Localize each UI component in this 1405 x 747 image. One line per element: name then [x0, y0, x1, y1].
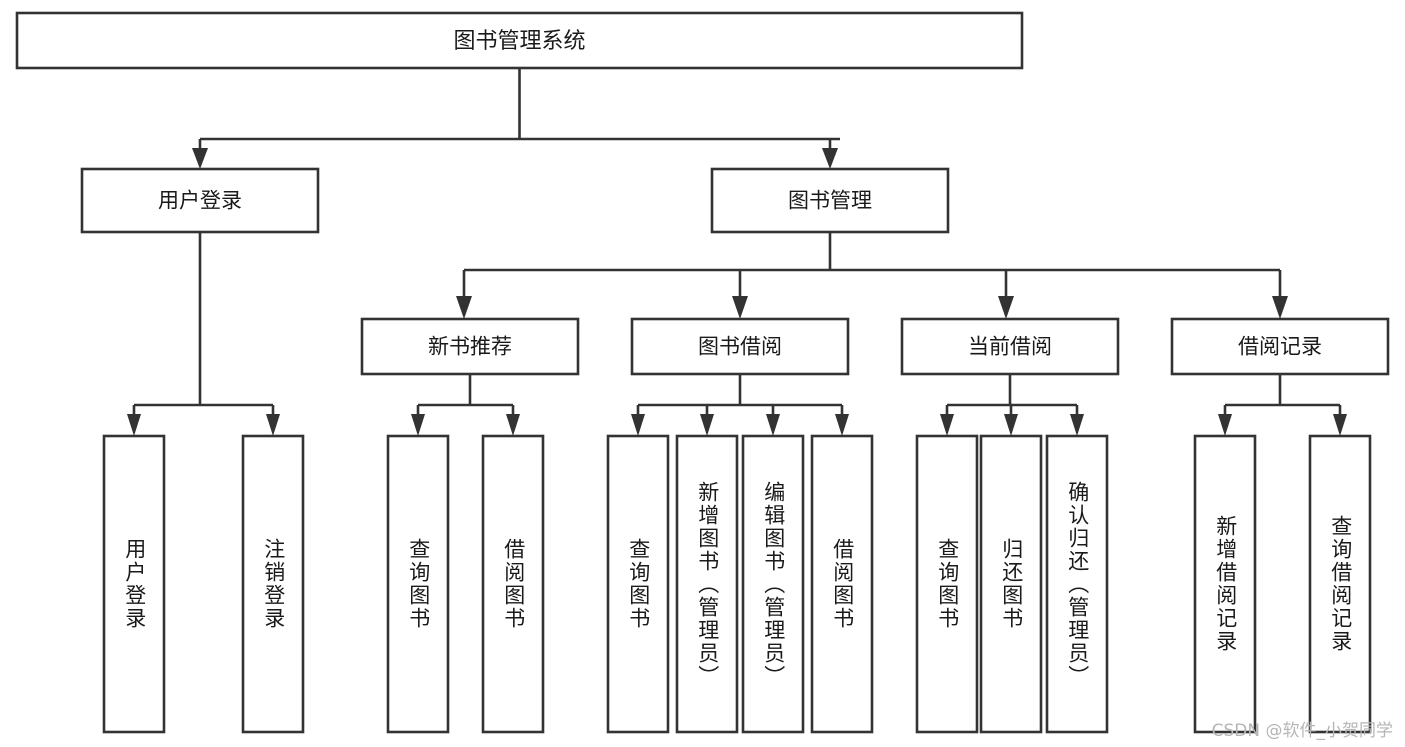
node-root-box [15, 11, 1024, 70]
arrow-icon-bookborrow-leaf-3 [766, 414, 780, 436]
node-current-borrow-box [900, 317, 1120, 376]
connector-group-root [192, 68, 840, 169]
node-new-book-recommend-box [360, 317, 580, 376]
leaf-box-query-borrow-record[interactable] [1308, 434, 1372, 734]
node-book-management-box [710, 167, 950, 234]
arrow-icon-root-to-book-mgmt [822, 148, 838, 169]
leaf-box-borrow-book[interactable] [810, 434, 874, 734]
connector-group-book-management [456, 232, 1288, 319]
node-user-login[interactable]: 用户登录 [80, 167, 320, 234]
leaf-box-logout-login[interactable] [241, 434, 305, 734]
arrow-icon-to-new-book-rec [456, 296, 472, 319]
node-new-book-recommend[interactable]: 新书推荐 [360, 317, 580, 376]
leaf-box-borrow-book-rec[interactable] [481, 434, 545, 734]
arrow-icon-currentborrow-leaf-1 [940, 414, 954, 436]
arrow-icon-to-book-borrow [732, 296, 748, 319]
node-book-borrow-box [630, 317, 850, 376]
node-root-system[interactable]: 图书管理系统 [15, 11, 1024, 70]
arrow-icon-userlogin-leaf-2 [266, 414, 280, 436]
arrow-icon-to-current-borrow [998, 296, 1014, 319]
arrow-icon-bookborrow-leaf-2 [700, 414, 714, 436]
connector-group-borrow-record [1218, 374, 1347, 436]
node-root-label: 图书管理系统 [453, 29, 585, 54]
arrow-icon-currentborrow-leaf-2 [1004, 414, 1018, 436]
node-borrow-record[interactable]: 借阅记录 [1170, 317, 1390, 376]
leaf-box-add-borrow-record[interactable] [1193, 434, 1257, 734]
arrow-icon-userlogin-leaf-1 [127, 414, 141, 436]
arrow-icon-bookborrow-leaf-1 [631, 414, 645, 436]
leaf-box-return-book[interactable] [979, 434, 1043, 734]
leaf-box-query-book-rec[interactable] [386, 434, 450, 734]
node-borrow-record-label: 借阅记录 [1238, 335, 1322, 359]
connector-group-new-book-rec [411, 374, 520, 436]
leaf-box-user-login[interactable] [102, 434, 166, 734]
leaf-box-add-book-admin[interactable] [675, 434, 739, 734]
node-borrow-record-box [1170, 317, 1390, 376]
node-book-management-label: 图书管理 [788, 189, 872, 213]
node-book-borrow[interactable]: 图书借阅 [630, 317, 850, 376]
node-user-login-label: 用户登录 [158, 189, 242, 213]
node-new-book-recommend-label: 新书推荐 [428, 335, 512, 359]
leaf-boxes-group [102, 434, 1372, 734]
arrow-icon-newbook-leaf-1 [411, 414, 425, 436]
connector-group-user-login [127, 232, 280, 436]
arrow-icon-borrowrecord-leaf-1 [1218, 414, 1232, 436]
connector-group-current-borrow [940, 374, 1084, 436]
leaf-box-query-book-borrow[interactable] [606, 434, 670, 734]
node-book-management[interactable]: 图书管理 [710, 167, 950, 234]
leaf-box-edit-book-admin[interactable] [741, 434, 805, 734]
arrow-icon-currentborrow-leaf-3 [1070, 414, 1084, 436]
node-current-borrow-label: 当前借阅 [968, 335, 1052, 359]
arrow-icon-root-to-user-login [192, 148, 208, 169]
node-user-login-box [80, 167, 320, 234]
node-book-borrow-label: 图书借阅 [698, 335, 782, 359]
leaf-box-query-book-current[interactable] [915, 434, 979, 734]
arrow-icon-bookborrow-leaf-4 [835, 414, 849, 436]
arrow-icon-newbook-leaf-2 [506, 414, 520, 436]
connector-group-book-borrow [631, 374, 849, 436]
leaf-box-confirm-return-admin[interactable] [1045, 434, 1109, 734]
node-current-borrow[interactable]: 当前借阅 [900, 317, 1120, 376]
arrow-icon-borrowrecord-leaf-2 [1333, 414, 1347, 436]
arrow-icon-to-borrow-record [1272, 296, 1288, 319]
